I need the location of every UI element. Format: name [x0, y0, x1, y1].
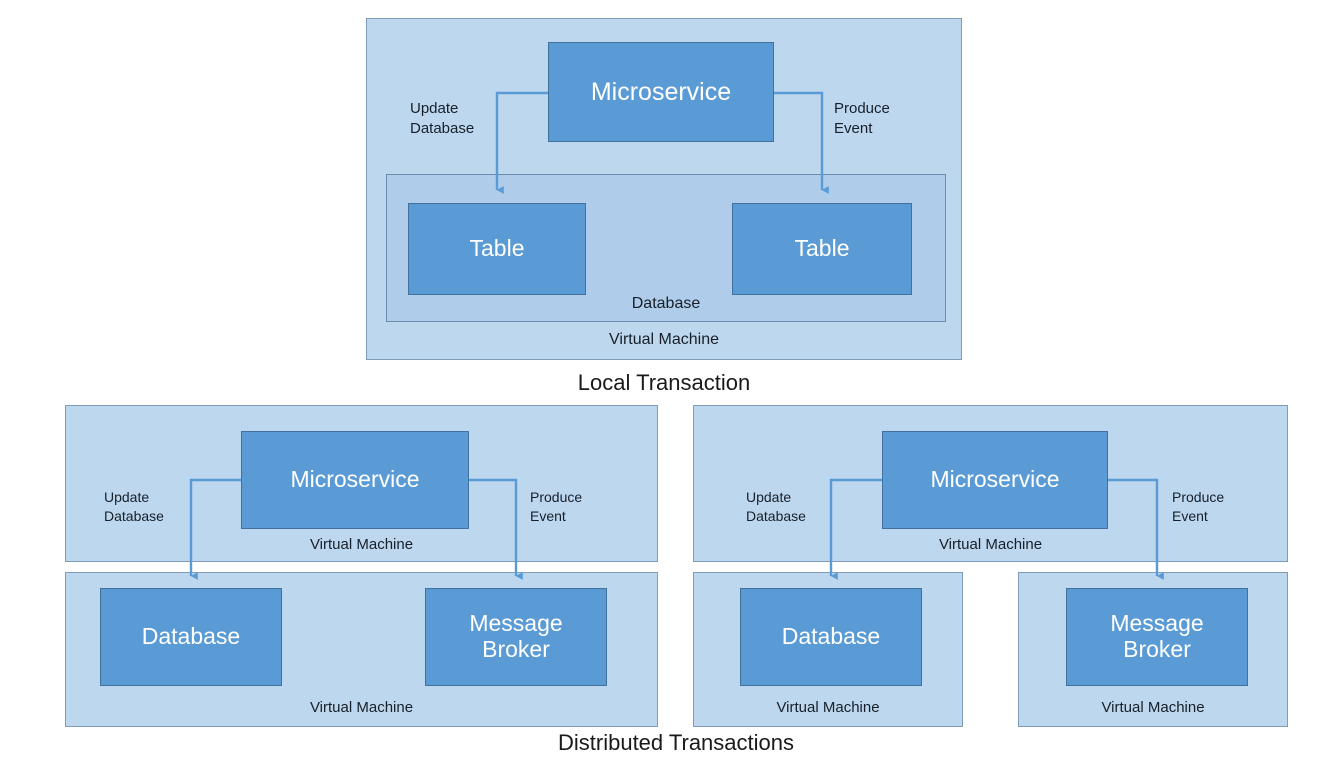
- local-table-label-1: Table: [469, 235, 525, 262]
- local-produce-event-edge-label: Produce Event: [834, 99, 890, 140]
- local-vm-label: Virtual Machine: [609, 331, 719, 348]
- dist-right-update-database-line2: Database: [746, 507, 806, 524]
- dist-right-database-label: Database: [781, 623, 881, 650]
- local-microservice-label: Microservice: [590, 78, 732, 106]
- dist-left-update-database-line2: Database: [104, 507, 164, 524]
- dist-left-produce-event-line1: Produce: [530, 489, 583, 505]
- dist-left-service-vm-label: Virtual Machine: [309, 536, 414, 553]
- local-update-database-edge-label: Update Database: [410, 99, 474, 140]
- local-transaction-caption: Local Transaction: [577, 370, 751, 395]
- dist-right-produce-event-line2: Event: [1172, 507, 1208, 524]
- dist-left-database-label: Database: [141, 623, 241, 650]
- local-produce-event-line2: Event: [834, 120, 873, 138]
- dist-left-produce-event-line2: Event: [530, 507, 566, 524]
- distributed-transactions-caption: Distributed Transactions: [558, 730, 794, 755]
- local-produce-event-line1: Produce: [834, 100, 890, 117]
- dist-right-message-broker-node[interactable]: Message Broker: [1066, 588, 1248, 686]
- dist-left-database-node[interactable]: Database: [100, 588, 282, 686]
- local-update-database-line2: Database: [410, 120, 475, 138]
- dist-right-produce-event-line1: Produce: [1172, 489, 1225, 505]
- dist-right-microservice-node[interactable]: Microservice: [882, 431, 1108, 529]
- dist-left-microservice-label: Microservice: [290, 466, 420, 493]
- local-update-database-line1: Update: [410, 100, 459, 117]
- dist-left-update-database-edge-label: Update Database: [104, 488, 164, 526]
- local-microservice-node[interactable]: Microservice: [548, 42, 774, 142]
- dist-right-microservice-label: Microservice: [930, 466, 1060, 493]
- dist-left-update-database-line1: Update: [104, 489, 150, 505]
- dist-right-broker-vm-label: Virtual Machine: [1101, 699, 1205, 716]
- dist-left-message-broker-line2: Broker: [482, 636, 550, 662]
- dist-left-message-broker-node[interactable]: Message Broker: [425, 588, 607, 686]
- dist-right-message-broker-line1: Message: [1110, 610, 1204, 637]
- dist-right-update-database-edge-label: Update Database: [746, 488, 806, 526]
- dist-right-service-vm-label: Virtual Machine: [938, 536, 1043, 553]
- local-table-label-2: Table: [794, 235, 850, 262]
- dist-left-produce-event-edge-label: Produce Event: [530, 488, 582, 526]
- dist-right-message-broker-line2: Broker: [1123, 636, 1191, 662]
- dist-left-microservice-node[interactable]: Microservice: [241, 431, 469, 529]
- local-table-node-2[interactable]: Table: [732, 203, 912, 295]
- local-table-node-1[interactable]: Table: [408, 203, 586, 295]
- dist-right-database-vm-label: Virtual Machine: [776, 699, 880, 716]
- dist-right-produce-event-edge-label: Produce Event: [1172, 488, 1224, 526]
- dist-right-database-node[interactable]: Database: [740, 588, 922, 686]
- dist-left-message-broker-line1: Message: [469, 610, 563, 637]
- dist-left-storage-vm-label: Virtual Machine: [309, 699, 414, 716]
- local-database-label: Database: [631, 295, 701, 312]
- dist-right-update-database-line1: Update: [746, 489, 792, 505]
